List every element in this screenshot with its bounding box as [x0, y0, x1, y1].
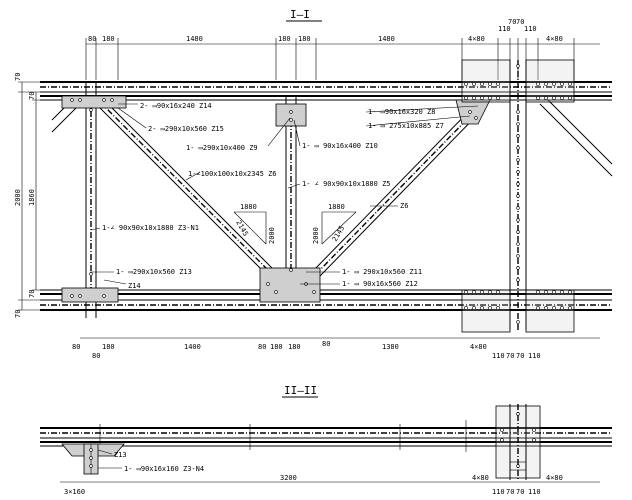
- diagonals: [51, 99, 613, 277]
- top-dimensions: 80 180 1480 180 180 1480 4×80 110 70 70 …: [85, 18, 600, 80]
- dim-top-11: 4×80: [546, 35, 563, 43]
- dim-bot-13: 110: [528, 352, 541, 360]
- dim-top-7: 110: [498, 25, 511, 33]
- slope-triangle-right: 1880 2000 2145: [312, 203, 357, 245]
- leader-lines: [90, 103, 479, 285]
- dim-top-2: 1480: [186, 35, 203, 43]
- dim-top-9: 70: [516, 18, 524, 26]
- sec2-label-z3-n4: 1- ▭90x16x160 Z3-N4: [124, 465, 204, 473]
- label-z14: 2- ▭90x16x240 Z14: [140, 102, 212, 110]
- tri2-h: 1880: [328, 203, 345, 211]
- section-2-dimensions: 3×160 3200 110 70 70 110 4×80 4×80: [60, 474, 600, 496]
- sec2-dim-4x80-left: 4×80: [472, 474, 489, 482]
- dim-left-1: 70: [28, 92, 36, 100]
- section-2-splice: [495, 404, 541, 480]
- label-z8: 1- ▭90x16x320 Z8: [368, 108, 435, 116]
- label-z6: 1-∠100x100x10x2345 Z6: [188, 170, 277, 178]
- tri1-v: 2145: [234, 219, 249, 238]
- top-chord: [40, 81, 612, 101]
- gusset-plates: [61, 59, 575, 333]
- sec2-dim-3: 70: [506, 488, 514, 496]
- sec2-label-z13: Z13: [114, 451, 127, 459]
- bottom-dimensions: 80 180 1400 80 180 180 80 1380 4×80 80 1…: [72, 337, 600, 360]
- dim-top-1: 180: [102, 35, 115, 43]
- sec2-dim-1: 3200: [280, 474, 297, 482]
- dim-bot-9: 80: [92, 352, 100, 360]
- dim-bot-0: 80: [72, 343, 80, 351]
- dim-top-3: 180: [278, 35, 291, 43]
- dim-bot-1: 180: [102, 343, 115, 351]
- section-1-title: I—I: [290, 8, 310, 21]
- dim-top-5: 1480: [378, 35, 395, 43]
- tri2-v: 2000: [312, 227, 320, 244]
- dim-bot-2: 1400: [184, 343, 201, 351]
- sec2-dim-0: 3×160: [64, 488, 85, 496]
- section-2-title: II—II: [284, 384, 317, 397]
- dim-left-2: 2000: [14, 189, 22, 206]
- tri2-c: 2145: [331, 224, 346, 243]
- dim-top-6: 4×80: [468, 35, 485, 43]
- label-z9: 1- ▭290x10x400 Z9: [186, 144, 258, 152]
- dim-bot-5: 180: [288, 343, 301, 351]
- sec2-dim-4: 70: [516, 488, 524, 496]
- dim-left-5: 70: [14, 310, 22, 318]
- dim-top-0: 80: [88, 35, 96, 43]
- label-z5: 1- ∠ 90x90x10x1880 Z5: [302, 180, 391, 188]
- sec2-dim-4x80-right: 4×80: [546, 474, 563, 482]
- label-z12: 1- ▭ 90x16x560 Z12: [342, 280, 418, 288]
- section-2-chord: [40, 420, 612, 452]
- section-2-gusset: Z13 1- ▭90x16x160 Z3-N4: [61, 443, 204, 475]
- dim-left-0: 70: [14, 73, 22, 81]
- label-z15: 2- ▭290x10x560 Z15: [148, 125, 224, 133]
- tri1-h: 1880: [240, 203, 257, 211]
- dim-bot-12: 70: [516, 352, 524, 360]
- dim-left-4: 70: [28, 290, 36, 298]
- dim-top-10: 110: [524, 25, 537, 33]
- member-labels: 2- ▭90x16x240 Z14 2- ▭290x10x560 Z15 1- …: [102, 102, 444, 290]
- dim-bot-4: 180: [270, 343, 283, 351]
- bottom-chord: [40, 289, 612, 311]
- sec2-dim-5: 110: [528, 488, 541, 496]
- dim-bot-8: 4×80: [470, 343, 487, 351]
- left-dimensions: 70 70 2000 1860 70 70: [14, 73, 60, 318]
- dim-bot-3: 80: [258, 343, 266, 351]
- slope-triangle-left: 1880 2145 2000: [233, 203, 276, 245]
- dim-bot-7: 1380: [382, 343, 399, 351]
- label-z6b: Z6: [400, 202, 408, 210]
- label-z3-n1: 1-∠ 90x90x10x1880 Z3-N1: [102, 224, 199, 232]
- tri1-c: 2000: [268, 227, 276, 244]
- label-z11: 1- ▭ 290x10x560 Z11: [342, 268, 422, 276]
- dim-bot-6: 80: [322, 340, 330, 348]
- sec2-dim-2: 110: [492, 488, 505, 496]
- dim-top-4: 180: [298, 35, 311, 43]
- dim-bot-11: 70: [506, 352, 514, 360]
- dim-top-8: 70: [508, 18, 516, 26]
- label-z7: 1- ▭ 275x10x885 Z7: [368, 122, 444, 130]
- label-z14b: Z14: [128, 282, 141, 290]
- label-z10: 1- ▭ 90x16x400 Z10: [302, 142, 378, 150]
- dim-bot-10: 110: [492, 352, 505, 360]
- label-z13: 1- ▭290x10x560 Z13: [116, 268, 192, 276]
- dim-left-3: 1860: [28, 189, 36, 206]
